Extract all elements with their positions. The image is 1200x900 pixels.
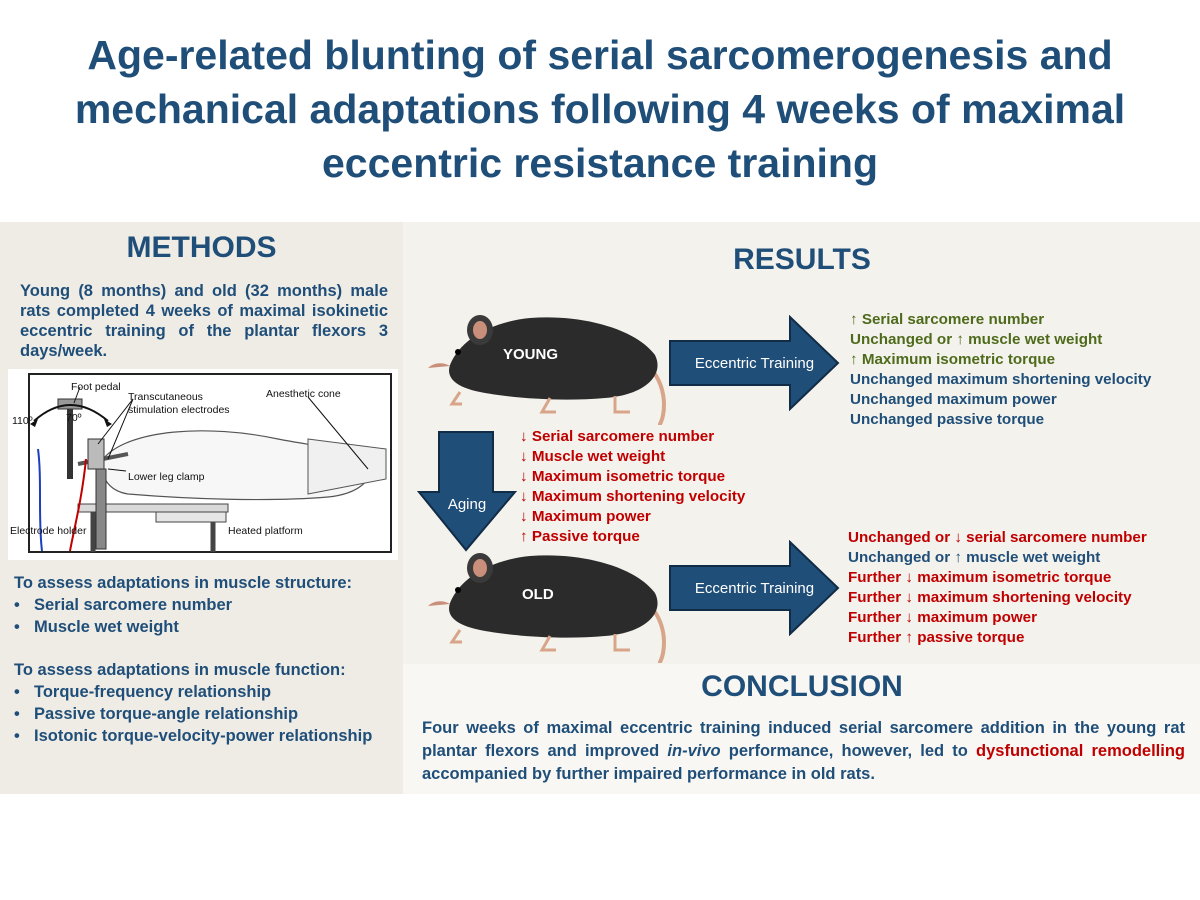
result-item: ↓ Maximum shortening velocity <box>520 488 746 505</box>
function-item: •Passive torque-angle relationship <box>14 705 299 723</box>
setup-figure: Foot pedal 110º 70º Transcutaneous stimu… <box>8 369 398 560</box>
label-heated-platform: Heated platform <box>228 525 303 537</box>
label-lower-leg-clamp: Lower leg clamp <box>128 471 205 483</box>
label-foot-pedal: Foot pedal <box>71 381 121 393</box>
result-item: Unchanged or ↓ serial sarcomere number <box>848 529 1147 546</box>
young-training-arrow <box>669 315 840 411</box>
structure-heading: To assess adaptations in muscle structur… <box>14 574 353 592</box>
results-heading: RESULTS <box>733 243 871 276</box>
label-anesthetic-cone: Anesthetic cone <box>266 388 341 400</box>
result-item: ↓ Muscle wet weight <box>520 448 666 465</box>
old-label: OLD <box>522 586 554 603</box>
methods-intro: Young (8 months) and old (32 months) mal… <box>20 282 388 360</box>
structure-item: •Serial sarcomere number <box>14 596 233 614</box>
label-angle-70: 70º <box>66 412 82 424</box>
label-electrodes-line2: stimulation electrodes <box>128 404 230 416</box>
young-label: YOUNG <box>503 346 559 363</box>
aging-label: Aging <box>447 496 487 513</box>
result-item: ↑ Passive torque <box>520 528 640 545</box>
result-item: Unchanged or ↑ muscle wet weight <box>848 549 1101 566</box>
young-rat-illustration <box>428 315 666 425</box>
result-item: ↓ Serial sarcomere number <box>520 428 715 445</box>
aging-arrow <box>417 431 517 552</box>
result-item: ↓ Maximum power <box>520 508 651 525</box>
result-item: ↓ Maximum isometric torque <box>520 468 726 485</box>
structure-item: •Muscle wet weight <box>14 618 179 636</box>
label-electrodes-line1: Transcutaneous <box>128 391 203 403</box>
result-item: Unchanged maximum shortening velocity <box>850 371 1152 388</box>
result-item: Further ↓ maximum isometric torque <box>848 569 1112 586</box>
aging-results: ↓ Serial sarcomere number ↓ Muscle wet w… <box>520 427 745 547</box>
label-angle-110: 110º <box>12 415 33 427</box>
result-item: ↑ Maximum isometric torque <box>850 351 1056 368</box>
result-item: Unchanged maximum power <box>850 391 1057 408</box>
result-item: Further ↓ maximum power <box>848 609 1038 626</box>
apparatus-drawing <box>28 373 392 553</box>
young-training-results: ↑ Serial sarcomere number Unchanged or ↑… <box>850 310 1151 430</box>
young-training-label: Eccentric Training <box>694 355 815 372</box>
old-training-results: Unchanged or ↓ serial sarcomere number U… <box>848 528 1147 648</box>
result-item: Further ↓ maximum shortening velocity <box>848 589 1132 606</box>
label-electrode-holder: Electrode holder <box>10 525 87 537</box>
result-item: Unchanged or ↑ muscle wet weight <box>850 331 1103 348</box>
methods-heading: METHODS <box>126 231 277 264</box>
poster-title: Age-related blunting of serial sarcomero… <box>74 32 1126 186</box>
old-training-arrow <box>669 540 840 636</box>
structure-assessment: To assess adaptations in muscle structur… <box>14 572 399 638</box>
result-item: Unchanged passive torque <box>850 411 1045 428</box>
old-rat-illustration <box>428 553 666 663</box>
result-item: ↑ Serial sarcomere number <box>850 311 1045 328</box>
function-heading: To assess adaptations in muscle function… <box>14 661 346 679</box>
conclusion-heading: CONCLUSION <box>701 670 903 703</box>
conclusion-text: Four weeks of maximal eccentric training… <box>422 719 1185 783</box>
function-assessment: To assess adaptations in muscle function… <box>14 659 399 747</box>
old-training-label: Eccentric Training <box>694 580 815 597</box>
function-item: •Isotonic torque-velocity-power relation… <box>14 727 373 745</box>
result-item: Further ↑ passive torque <box>848 629 1025 646</box>
function-item: •Torque-frequency relationship <box>14 683 272 701</box>
conclusion-panel <box>403 664 1200 794</box>
